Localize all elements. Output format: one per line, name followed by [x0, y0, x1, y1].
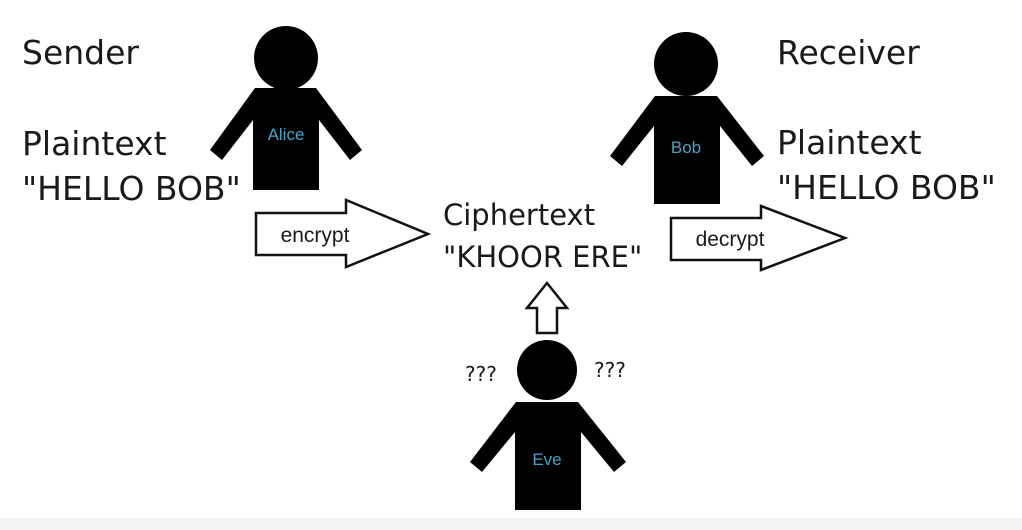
alice-figure: Alice [210, 26, 362, 190]
eve-right-marks: ??? [594, 358, 626, 382]
sender-plaintext-value: "HELLO BOB" [22, 169, 241, 208]
bob-name: Bob [671, 138, 701, 157]
ciphertext-value: "KHOOR ERE" [443, 240, 643, 274]
encrypt-label: encrypt [281, 224, 350, 247]
encrypt-arrow: encrypt [254, 198, 432, 269]
sender-plaintext-label: Plaintext [22, 124, 167, 163]
receiver-plaintext-label: Plaintext [777, 123, 922, 162]
alice-name: Alice [268, 125, 305, 144]
sender-role: Sender [22, 33, 139, 72]
bob-figure: Bob [610, 32, 764, 204]
receiver-role: Receiver [777, 33, 920, 72]
receiver-plaintext-value: "HELLO BOB" [777, 168, 996, 207]
eve-figure: Eve [470, 340, 626, 510]
decrypt-label: decrypt [696, 228, 765, 251]
eve-name: Eve [532, 450, 561, 469]
ciphertext-label: Ciphertext [443, 198, 596, 232]
intercept-arrow [524, 280, 570, 335]
eve-left-marks: ??? [465, 362, 497, 386]
decrypt-arrow: decrypt [669, 204, 849, 272]
bottom-strip [0, 518, 1022, 530]
